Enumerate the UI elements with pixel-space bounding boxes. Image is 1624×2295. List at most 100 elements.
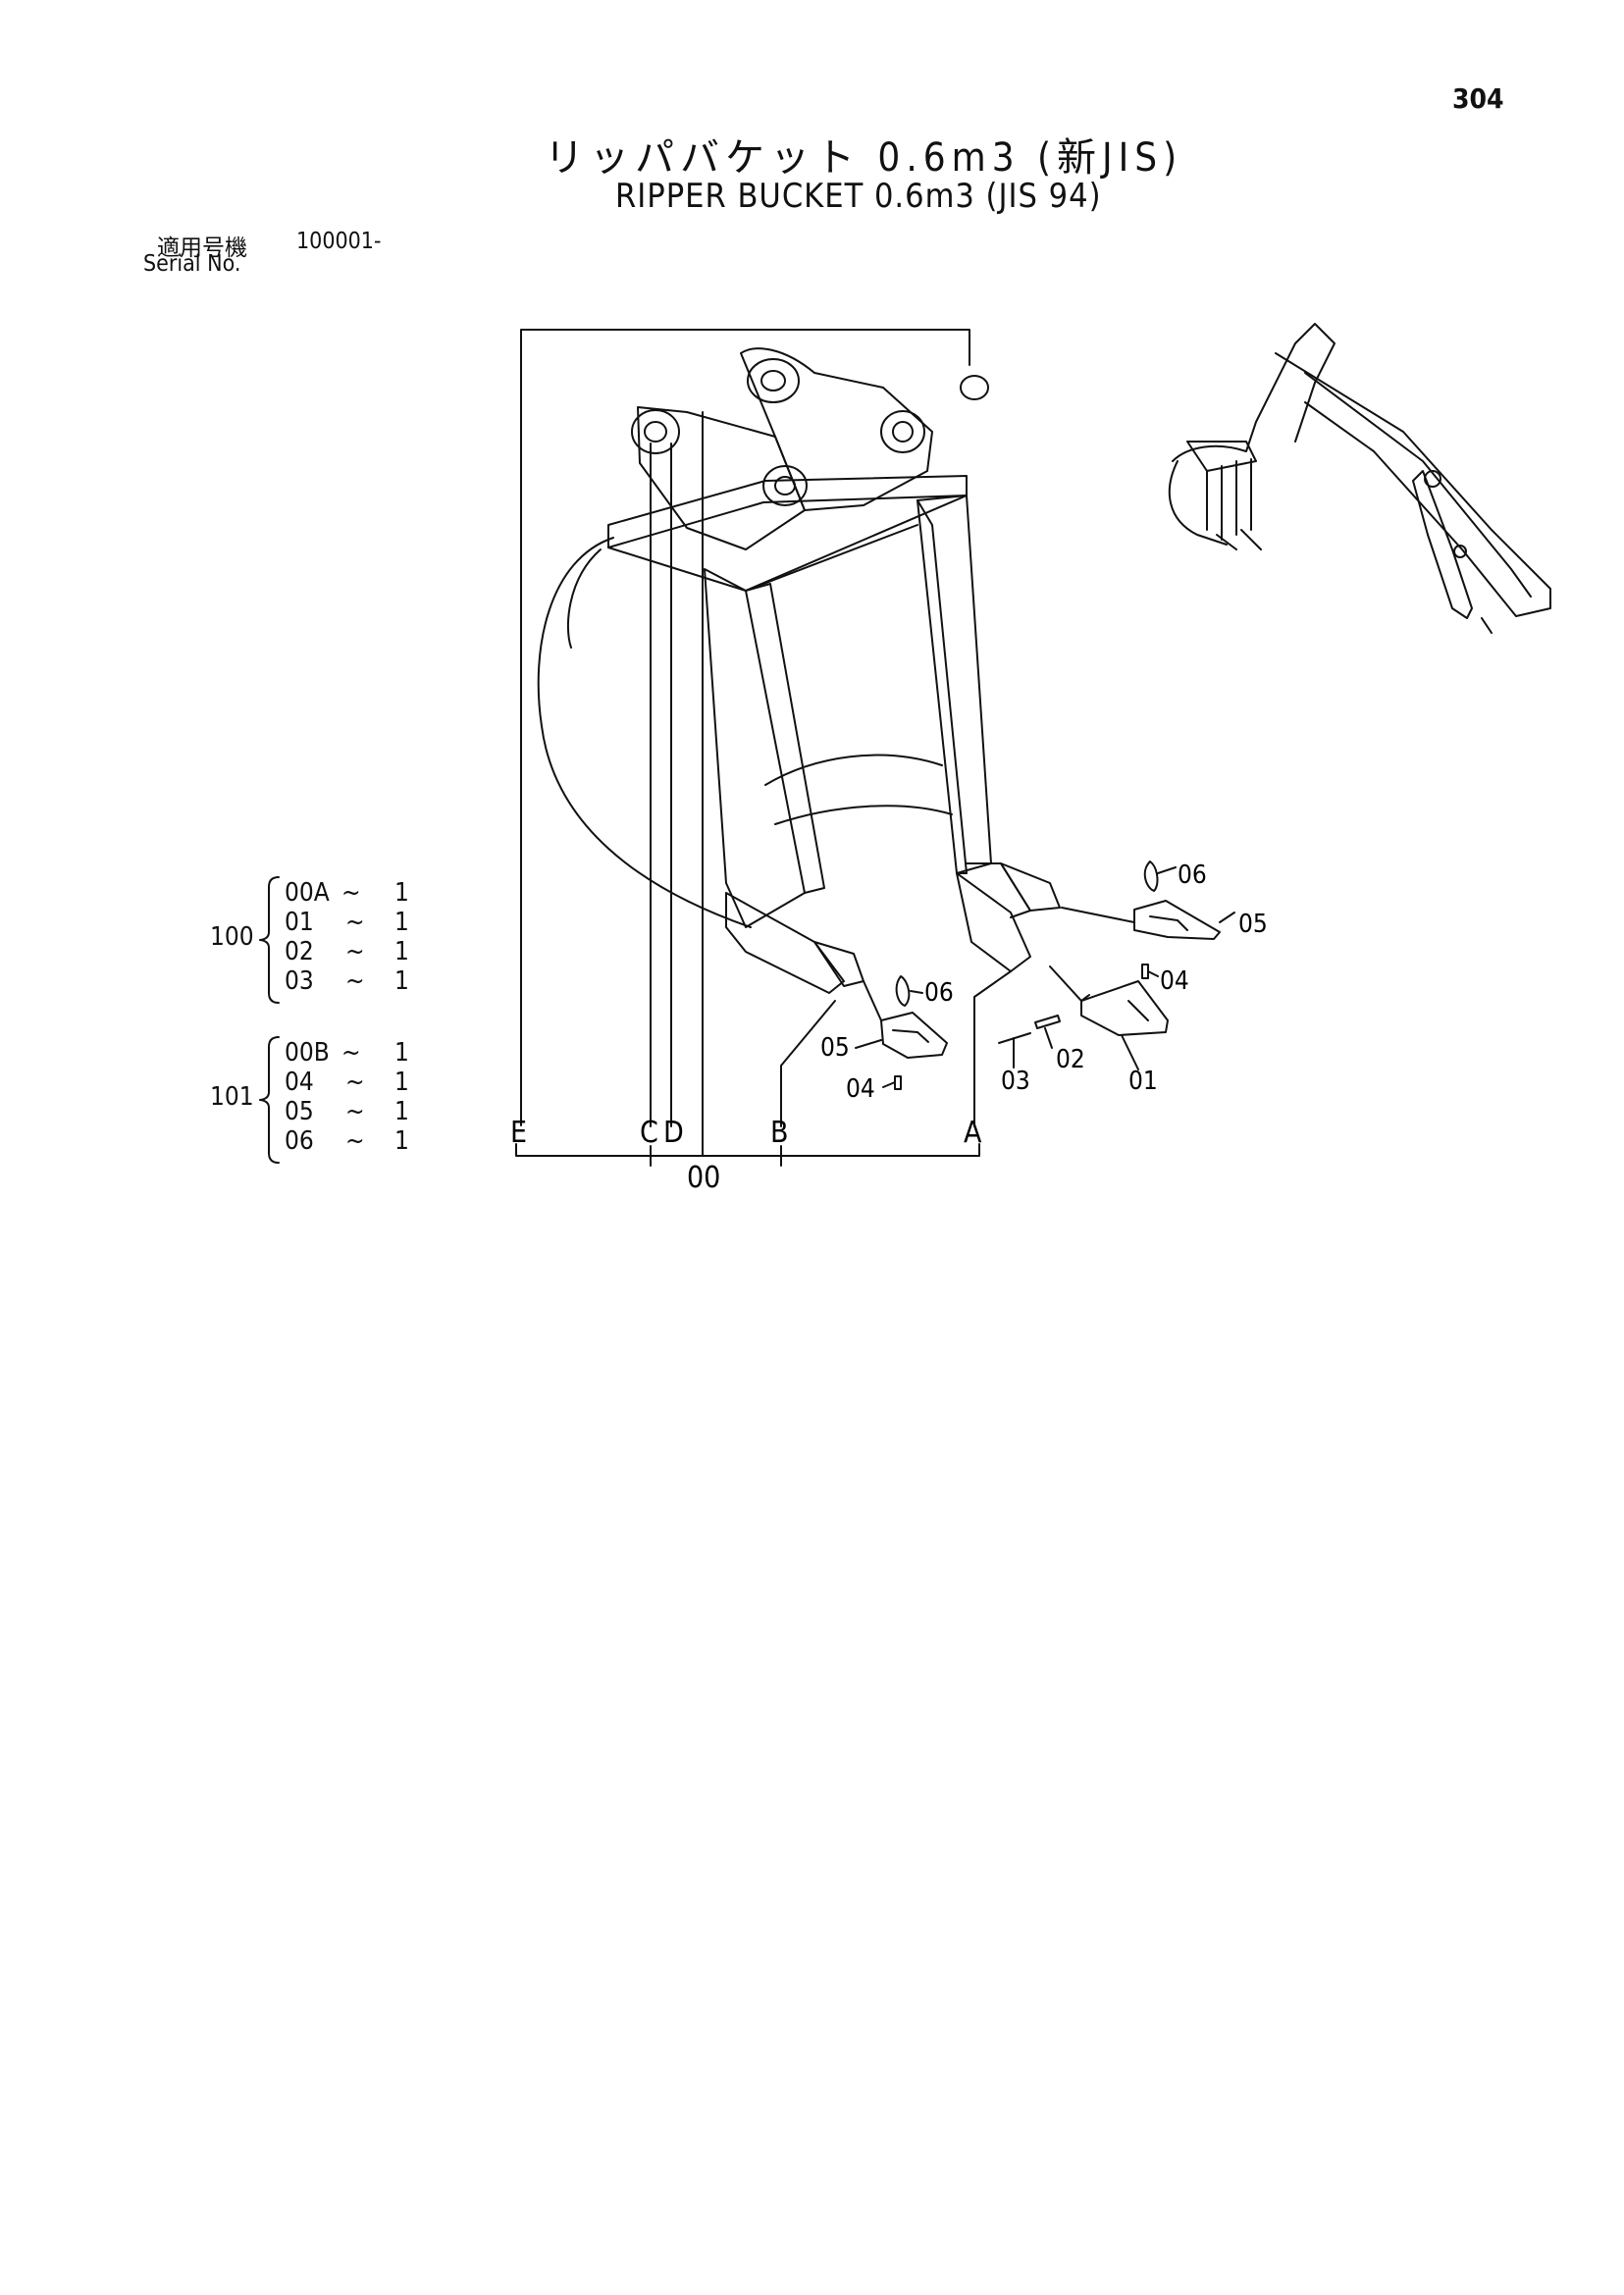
boss-top <box>748 359 799 402</box>
group-101-qty-3: 1 <box>394 1097 409 1126</box>
leader-05-to-adapter <box>1062 908 1134 922</box>
group-100-qty-2: 1 <box>394 908 409 937</box>
boss-left-inner <box>645 422 666 442</box>
shank-left-face <box>746 584 824 893</box>
bracket-line-e <box>521 330 969 1125</box>
callout-03: 03 <box>1001 1067 1030 1096</box>
callout-04-left: 04 <box>846 1074 875 1104</box>
leader-05-mid-to-adapter <box>864 981 881 1020</box>
callout-01: 01 <box>1128 1067 1158 1096</box>
leader-04-right <box>1148 971 1158 976</box>
bracket-label-b: B <box>770 1116 789 1150</box>
leader-06-mid <box>911 991 922 993</box>
bracket-line-b <box>781 1001 835 1126</box>
part-05-tooth-mid <box>881 1013 947 1058</box>
title-english: RIPPER BUCKET 0.6m3 (JIS 94) <box>615 177 1102 216</box>
part-05-tooth-mid-detail <box>893 1030 928 1042</box>
tilde: ~ <box>341 878 361 908</box>
tilde: ~ <box>345 1097 365 1126</box>
leader-01-to-adapter <box>1050 966 1081 1001</box>
group-100-brace <box>260 877 279 1003</box>
bracket-label-e: E <box>510 1116 527 1150</box>
boss-lower <box>763 466 807 505</box>
machine-inset <box>1170 324 1550 633</box>
adapter-right-upper <box>967 863 1030 917</box>
shank-right-face <box>917 500 967 873</box>
serial-value: 100001- <box>296 229 382 254</box>
tilde: ~ <box>341 1038 361 1068</box>
bracket-line-a <box>974 971 1011 1126</box>
tooth-left <box>814 942 864 986</box>
adapter-right <box>957 873 1030 971</box>
group-101-part-2: 04 <box>285 1068 314 1097</box>
callout-05-left: 05 <box>820 1033 850 1063</box>
top-plate <box>608 476 967 548</box>
group-id-100: 100 <box>210 922 254 952</box>
boss-right-inner <box>893 422 913 442</box>
callout-06-mid: 06 <box>924 978 954 1008</box>
bracket-plate-left <box>638 407 805 549</box>
leader-02 <box>1045 1028 1052 1048</box>
part-04-pin-mid <box>895 1076 901 1089</box>
inner-web <box>746 525 952 824</box>
bracket-plate-right <box>741 348 932 510</box>
group-100-qty-4: 1 <box>394 966 409 996</box>
group-101-brace <box>260 1037 279 1163</box>
group-100-qty-1: 1 <box>394 878 409 908</box>
group-id-101: 101 <box>210 1082 254 1112</box>
leader-05-mid <box>856 1040 881 1048</box>
tilde: ~ <box>345 1126 365 1156</box>
leader-04-mid <box>883 1082 895 1087</box>
part-04-pin-right <box>1142 965 1148 978</box>
leader-06-right <box>1158 867 1176 873</box>
shank-right <box>917 496 991 873</box>
callout-02: 02 <box>1056 1045 1085 1074</box>
callout-05-right: 05 <box>1238 910 1268 939</box>
group-101-part-3: 05 <box>285 1097 314 1126</box>
part-06-pin-right <box>1145 861 1158 891</box>
bracket-label-c: C <box>640 1116 658 1150</box>
group-101-part-1: 00B <box>285 1038 330 1068</box>
group-101-qty-4: 1 <box>394 1126 409 1156</box>
tilde: ~ <box>345 1068 365 1097</box>
part-02-pin <box>1035 1016 1060 1028</box>
callout-04-right: 04 <box>1160 966 1189 996</box>
adapter-left <box>726 893 844 993</box>
group-100-qty-3: 1 <box>394 937 409 966</box>
tilde: ~ <box>345 966 365 996</box>
boss-lower-inner <box>775 477 795 495</box>
callout-06-right: 06 <box>1178 861 1207 890</box>
serial-label-japanese: 適用号機 <box>157 235 247 261</box>
part-01-tooth <box>1081 981 1168 1035</box>
bracket-label-d: D <box>663 1116 684 1150</box>
group-101-qty-2: 1 <box>394 1068 409 1097</box>
bracket-label-00: 00 <box>687 1161 720 1195</box>
boss-right <box>881 411 924 452</box>
bushing-ring <box>961 376 988 399</box>
group-100-part-3: 02 <box>285 937 314 966</box>
part-06-pin-mid <box>897 976 910 1006</box>
bucket-shell-edge <box>568 549 601 648</box>
tilde: ~ <box>345 908 365 937</box>
serial-label-english: Serial No. <box>143 251 241 277</box>
group-100-part-4: 03 <box>285 966 314 996</box>
boss-top-inner <box>761 371 785 391</box>
group-101-qty-1: 1 <box>394 1038 409 1068</box>
group-100-part-1: 00A <box>285 878 330 908</box>
part-05-tooth-right-detail <box>1150 916 1187 930</box>
leader-05-right <box>1220 913 1234 922</box>
shank-left <box>705 569 805 927</box>
group-100-part-2: 01 <box>285 908 314 937</box>
tooth-right <box>1001 863 1060 911</box>
group-101-part-4: 06 <box>285 1126 314 1156</box>
tilde: ~ <box>345 937 365 966</box>
boss-left <box>632 410 679 453</box>
part-05-tooth-right <box>1134 901 1220 939</box>
bucket-shell <box>539 538 751 927</box>
title-japanese: リッパバケット 0.6m3 (新JIS) <box>545 135 1183 181</box>
bracket-label-a: A <box>964 1116 982 1150</box>
leader-01 <box>1122 1035 1138 1069</box>
page-number: 304 <box>1452 82 1504 115</box>
part-01-tooth-detail <box>1081 995 1148 1020</box>
